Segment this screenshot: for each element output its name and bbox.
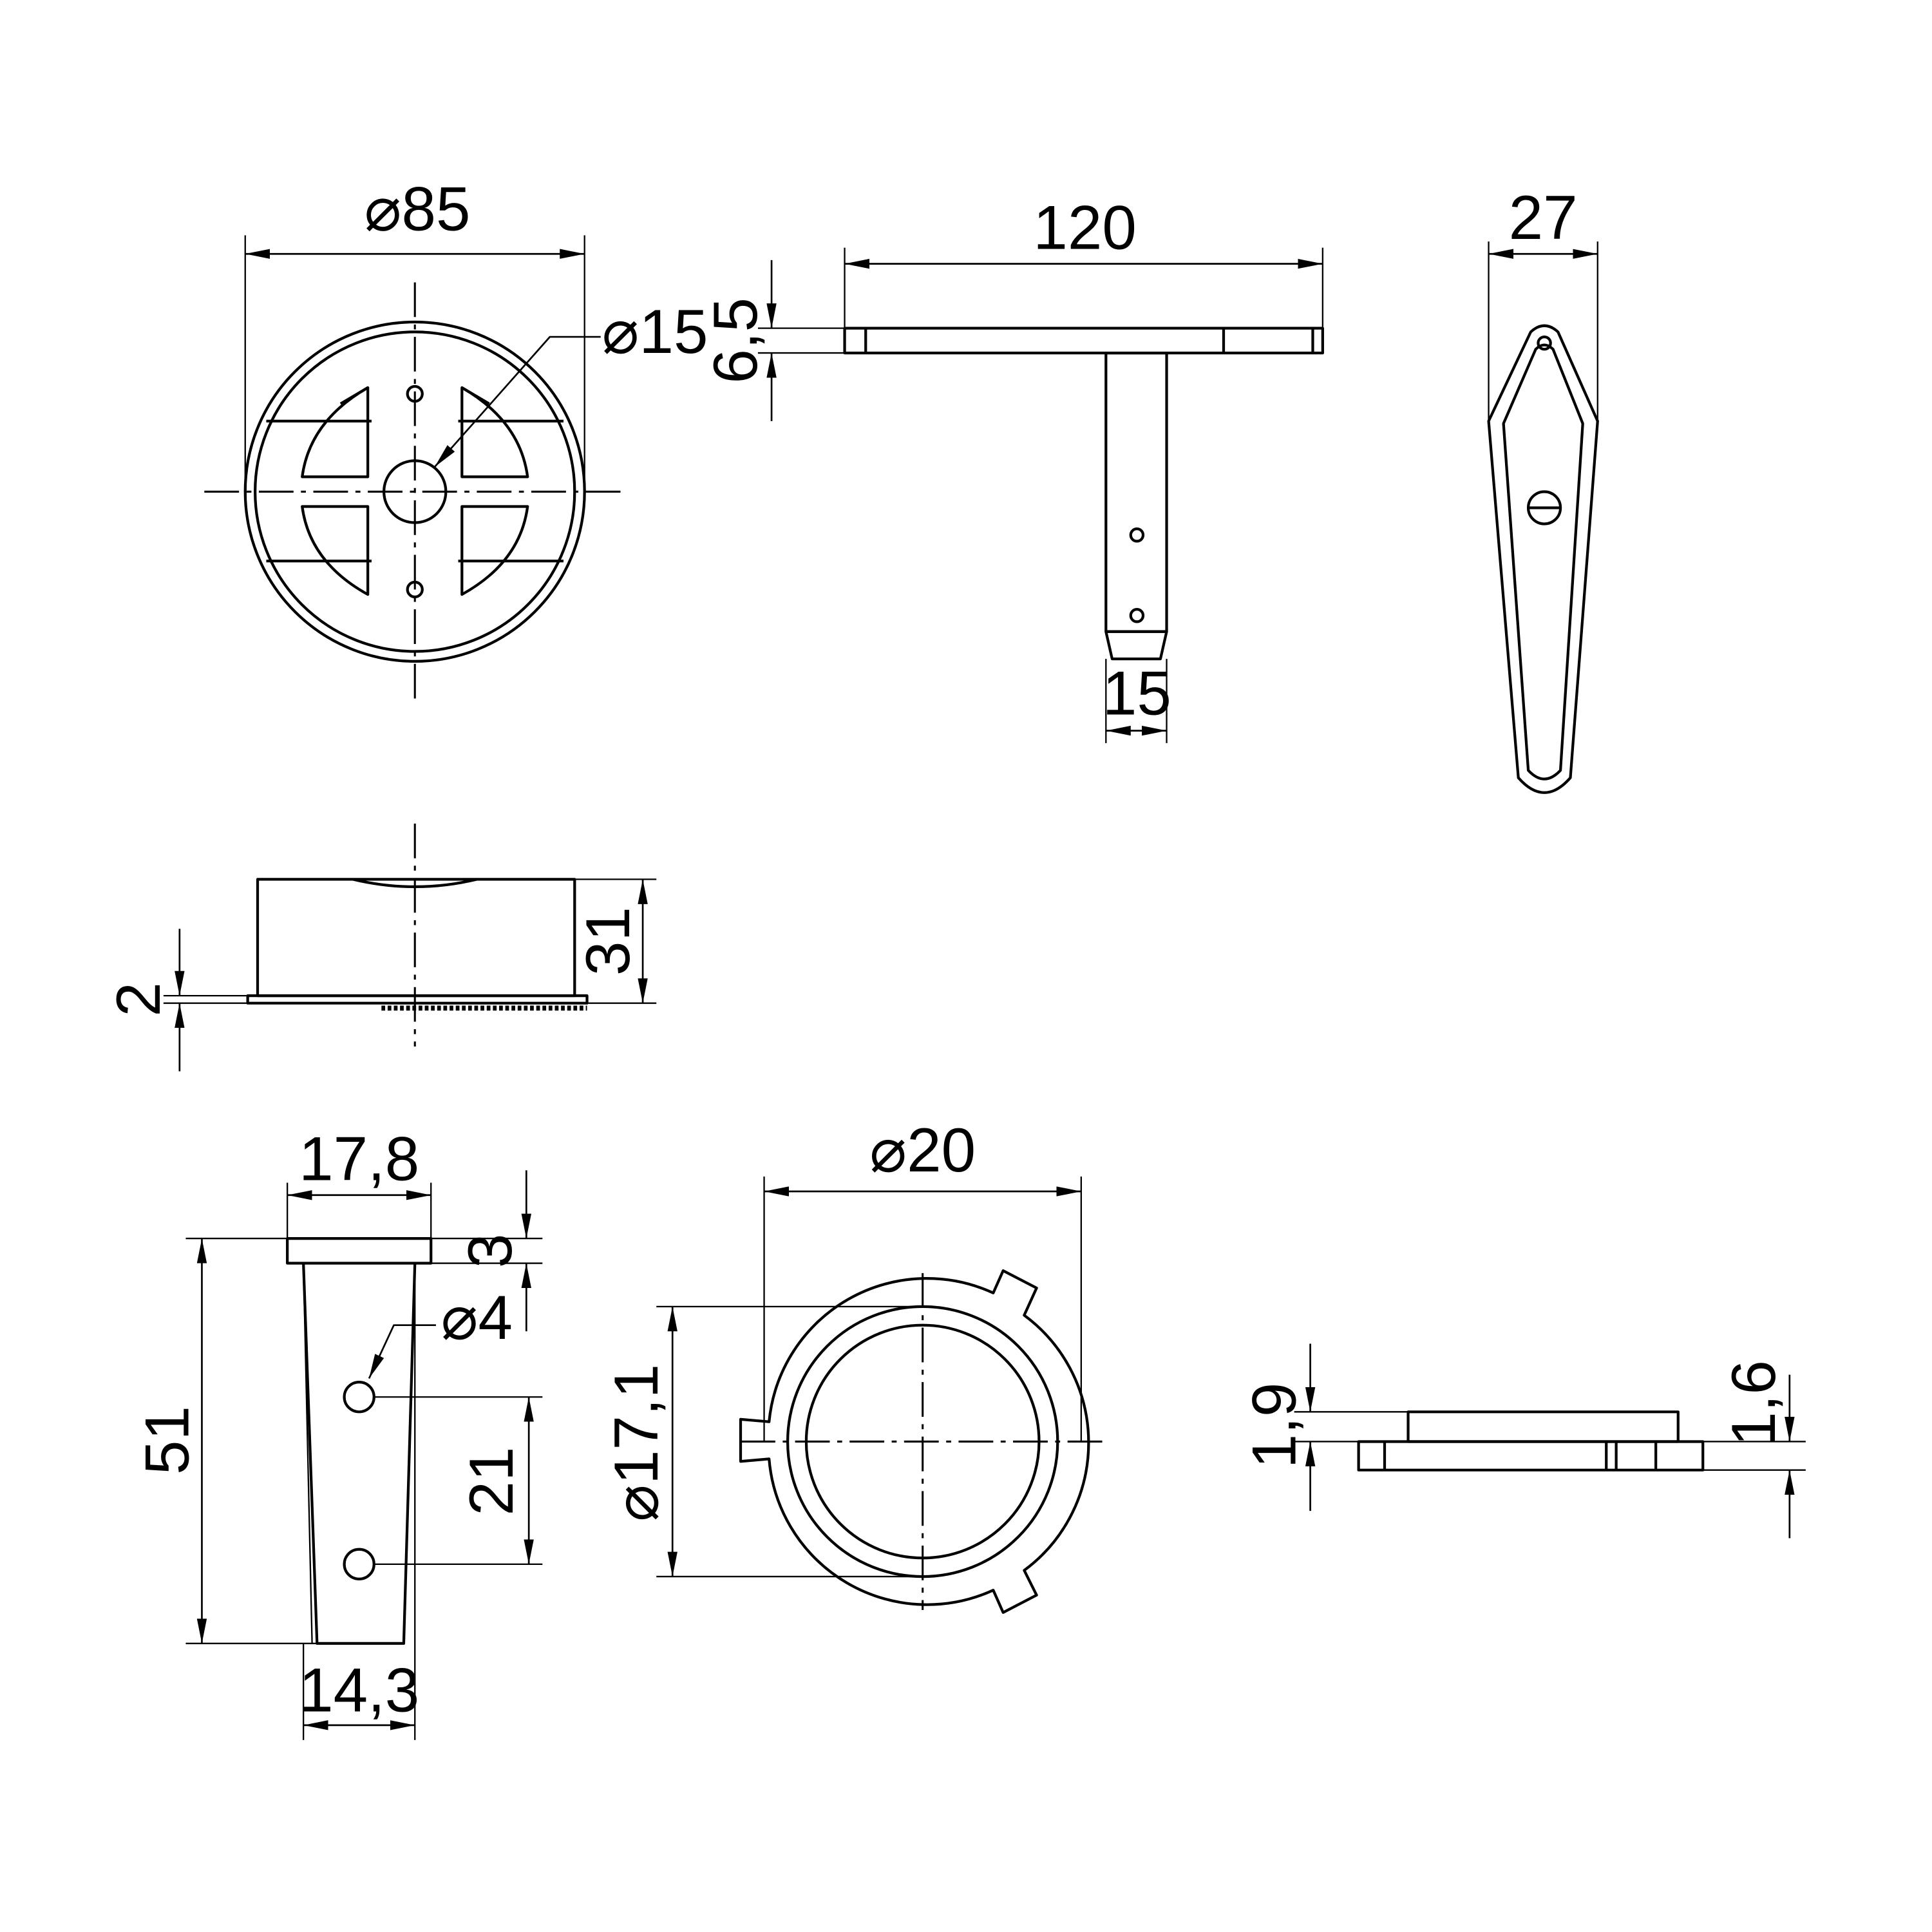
- dim-sleeve-length: 51: [133, 1406, 202, 1475]
- ring-top-view: [656, 1176, 1103, 1614]
- dim-sleeve-top-width: 17,8: [299, 1125, 419, 1194]
- base-plate-side-view: [163, 823, 657, 1072]
- dim-ring-lower-height: 1,6: [1719, 1360, 1788, 1446]
- dim-sleeve-collar-height: 3: [456, 1234, 525, 1268]
- dim-ring-inner-diameter: ⌀17,1: [602, 1364, 671, 1522]
- dim-bracket-thickness: 6,5: [701, 298, 770, 384]
- bracket-front-view: [757, 247, 1324, 743]
- dim-ring-outer-diameter: ⌀20: [869, 1116, 976, 1185]
- ring-side-view: [1294, 1343, 1806, 1539]
- dim-sleeve-hole-spacing: 21: [457, 1447, 526, 1516]
- base-plate-top-view: [204, 235, 626, 700]
- dim-base-hub-diameter: ⌀15: [602, 298, 708, 366]
- dim-base-height: 31: [574, 907, 643, 976]
- dim-sleeve-bottom-width: 14,3: [299, 1656, 419, 1725]
- dim-bracket-length: 120: [1033, 194, 1136, 263]
- sleeve-front-view: [185, 1170, 543, 1740]
- dim-lever-width: 27: [1509, 184, 1578, 252]
- lever-side-view: [1487, 242, 1599, 794]
- dim-base-flange: 2: [104, 982, 173, 1016]
- dim-sleeve-hole-diameter: ⌀4: [441, 1283, 513, 1352]
- dim-ring-upper-height: 1,9: [1240, 1383, 1309, 1469]
- dim-bracket-stem-width: 15: [1103, 659, 1171, 728]
- dimension-labels: ⌀85 ⌀15 120 6,5 15 27 31 2 17,8 3 ⌀4 51 …: [104, 175, 1788, 1725]
- dim-base-outer-diameter: ⌀85: [365, 175, 471, 244]
